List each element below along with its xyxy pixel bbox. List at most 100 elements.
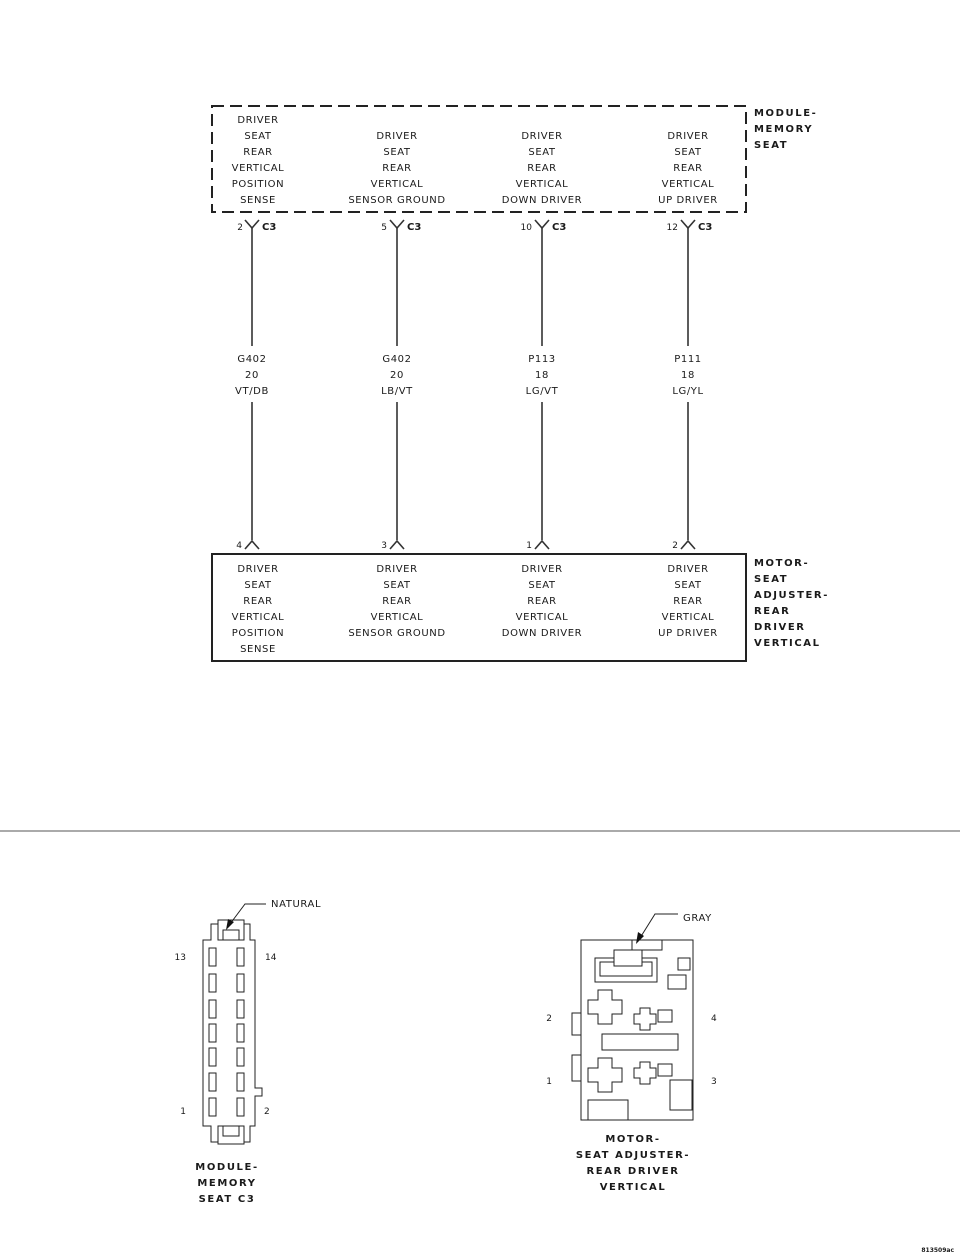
module-pin-1: 2 C3 xyxy=(237,219,276,233)
cavity xyxy=(208,1023,217,1043)
motor-terminal-cavity xyxy=(633,1061,657,1085)
module-col-text: SEAT xyxy=(528,147,556,158)
male-terminal-icon xyxy=(534,539,550,550)
module-pin-4: 12 C3 xyxy=(667,219,712,233)
module-col-text: DRIVER xyxy=(667,131,708,142)
connector-id: C3 xyxy=(407,222,421,233)
motor-col-text: DRIVER xyxy=(667,564,708,575)
module-title-line: MEMORY xyxy=(754,124,813,135)
motor-pin-2: 3 xyxy=(381,539,405,551)
cavity-number: 2 xyxy=(546,1014,552,1024)
pin-number: 12 xyxy=(667,223,678,233)
wire-color: LB/VT xyxy=(381,386,413,397)
memory-seat-c3-connector-view: NATURAL 13 14 1 2 MODULE- MEMORY SEAT C3 xyxy=(175,899,321,1205)
motor-col-text: REAR xyxy=(673,596,702,607)
motor-side-tab xyxy=(571,1054,582,1082)
module-column-2: DRIVER SEAT REAR VERTICAL SENSOR GROUND xyxy=(348,131,445,206)
motor-title-line: SEAT xyxy=(754,574,788,585)
leader-line xyxy=(639,913,678,939)
memory-bottom-latch-inner xyxy=(222,1125,240,1137)
cavity-number: 3 xyxy=(711,1077,717,1087)
arrowhead-icon xyxy=(636,932,644,944)
cavity xyxy=(236,1072,245,1092)
female-terminal-icon xyxy=(389,219,405,230)
motor-col-text: VERTICAL xyxy=(371,612,424,623)
module-col-text: POSITION xyxy=(232,179,284,190)
motor-corner-notch xyxy=(677,957,691,971)
memory-cavities xyxy=(208,947,245,1117)
male-terminal-icon xyxy=(244,539,260,550)
leader-line xyxy=(229,903,266,925)
cavity xyxy=(208,1072,217,1092)
memory-color-label: NATURAL xyxy=(271,899,321,910)
motor-title-line: DRIVER xyxy=(754,622,806,633)
motor-col-text: DRIVER xyxy=(521,564,562,575)
module-pin-3: 10 C3 xyxy=(521,219,566,233)
motor-terminal-cavity xyxy=(587,1057,623,1093)
motor-terminal-cavity xyxy=(633,1007,657,1031)
caption-line: MOTOR- xyxy=(605,1134,660,1145)
cavity-number: 1 xyxy=(180,1107,186,1117)
motor-column-4: DRIVER SEAT REAR VERTICAL UP DRIVER xyxy=(658,564,717,639)
module-column-4: DRIVER SEAT REAR VERTICAL UP DRIVER xyxy=(658,131,718,206)
motor-col-text: SEAT xyxy=(528,580,556,591)
motor-title: MOTOR- SEAT ADJUSTER- REAR DRIVER VERTIC… xyxy=(754,558,827,649)
wire-color: VT/DB xyxy=(235,386,269,397)
wire-circuit: G402 xyxy=(237,354,266,365)
module-col-text: VERTICAL xyxy=(516,179,569,190)
figure-id: 813509ac xyxy=(921,1247,954,1254)
module-col-text: VERTICAL xyxy=(371,179,424,190)
motor-color-label: GRAY xyxy=(683,913,712,924)
wire-1: G402 20 VT/DB xyxy=(235,228,269,540)
cavity xyxy=(208,947,217,967)
motor-connector-view: GRAY 2 4 1 3 MOTOR- SEAT ADJUSTER- REAR … xyxy=(546,913,717,1193)
motor-column-2: DRIVER SEAT REAR VERTICAL SENSOR GROUND xyxy=(348,564,445,639)
motor-title-line: REAR xyxy=(754,606,790,617)
module-col-text: REAR xyxy=(243,147,272,158)
motor-top-latch xyxy=(631,939,663,951)
caption-line: REAR DRIVER xyxy=(586,1166,679,1177)
cavity xyxy=(208,999,217,1019)
cavity xyxy=(236,1023,245,1043)
motor-col-text: SENSOR GROUND xyxy=(348,628,445,639)
module-col-text: VERTICAL xyxy=(662,179,715,190)
module-col-text: UP DRIVER xyxy=(658,195,718,206)
module-col-text: REAR xyxy=(382,163,411,174)
cavity xyxy=(236,1097,245,1117)
motor-column-1: DRIVER SEAT REAR VERTICAL POSITION SENSE xyxy=(232,564,284,655)
memory-top-latch-inner xyxy=(222,929,240,941)
female-terminal-icon xyxy=(534,219,550,230)
caption-line: SEAT C3 xyxy=(199,1194,256,1205)
cavity-number: 13 xyxy=(175,953,186,963)
cavity xyxy=(208,973,217,993)
module-column-3: DRIVER SEAT REAR VERTICAL DOWN DRIVER xyxy=(502,131,582,206)
memory-caption: MODULE- MEMORY SEAT C3 xyxy=(195,1162,257,1205)
female-terminal-icon xyxy=(680,219,696,230)
motor-col-text: SENSE xyxy=(240,644,276,655)
module-title-line: MODULE- xyxy=(754,108,817,119)
wire-gauge: 18 xyxy=(681,370,695,381)
connector-id: C3 xyxy=(262,222,276,233)
module-col-text: VERTICAL xyxy=(232,163,285,174)
motor-col-text: VERTICAL xyxy=(662,612,715,623)
motor-title-line: MOTOR- xyxy=(754,558,809,569)
motor-caption: MOTOR- SEAT ADJUSTER- REAR DRIVER VERTIC… xyxy=(576,1134,689,1193)
module-col-text: SEAT xyxy=(383,147,411,158)
cavity-number: 14 xyxy=(265,953,277,963)
cavity xyxy=(236,1047,245,1067)
motor-col-text: REAR xyxy=(527,596,556,607)
motor-col-text: DRIVER xyxy=(237,564,278,575)
module-pins: 2 C3 5 C3 10 C3 12 C3 xyxy=(237,219,712,233)
wire-circuit: G402 xyxy=(382,354,411,365)
wire-gauge: 20 xyxy=(390,370,404,381)
motor-latch-block xyxy=(613,949,643,967)
module-col-text: REAR xyxy=(673,163,702,174)
pin-number: 2 xyxy=(672,541,678,551)
motor-center-rib xyxy=(601,1033,679,1051)
motor-col-text: DOWN DRIVER xyxy=(502,628,582,639)
cavity xyxy=(208,1097,217,1117)
module-column-1: DRIVER SEAT REAR VERTICAL POSITION SENSE xyxy=(232,115,285,206)
module-col-text: DOWN DRIVER xyxy=(502,195,582,206)
pin-number: 5 xyxy=(381,223,387,233)
module-col-text: SEAT xyxy=(244,131,272,142)
